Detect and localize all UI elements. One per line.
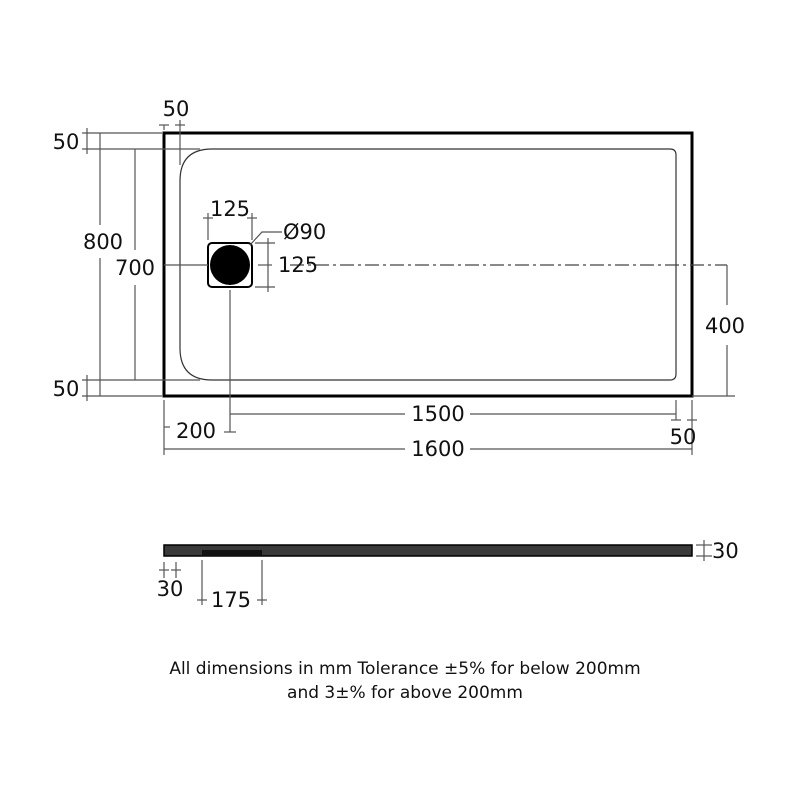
dim-bottom-margin: 50	[53, 377, 80, 401]
dim-top-margin-y: 50	[53, 130, 80, 154]
dimension-lines	[82, 120, 735, 605]
waste-drain	[210, 245, 250, 285]
dim-waste-offset: 200	[176, 419, 216, 443]
dim-end-margin: 50	[670, 425, 697, 449]
dim-waste-diameter: Ø90	[283, 220, 326, 244]
dim-inner-width: 700	[115, 256, 155, 280]
dim-waste-square-width: 125	[210, 197, 250, 221]
dim-inner-length: 1500	[411, 402, 464, 426]
dim-side-height-left: 30	[157, 577, 184, 601]
tray-inner-basin	[179, 148, 677, 381]
side-channel	[202, 550, 262, 555]
tolerance-note-line2: and 3±% for above 200mm	[287, 683, 523, 703]
dim-waste-from-side: 400	[705, 314, 745, 338]
dim-side-height-right: 30	[712, 539, 739, 563]
tolerance-note-line1: All dimensions in mm Tolerance ±5% for b…	[169, 659, 641, 679]
dim-top-margin-x: 50	[163, 97, 190, 121]
dim-overall-width: 800	[83, 230, 123, 254]
dim-waste-square-height: 125	[278, 253, 318, 277]
dim-channel-width: 175	[211, 588, 251, 612]
side-profile	[163, 544, 693, 557]
dim-overall-length: 1600	[411, 437, 464, 461]
